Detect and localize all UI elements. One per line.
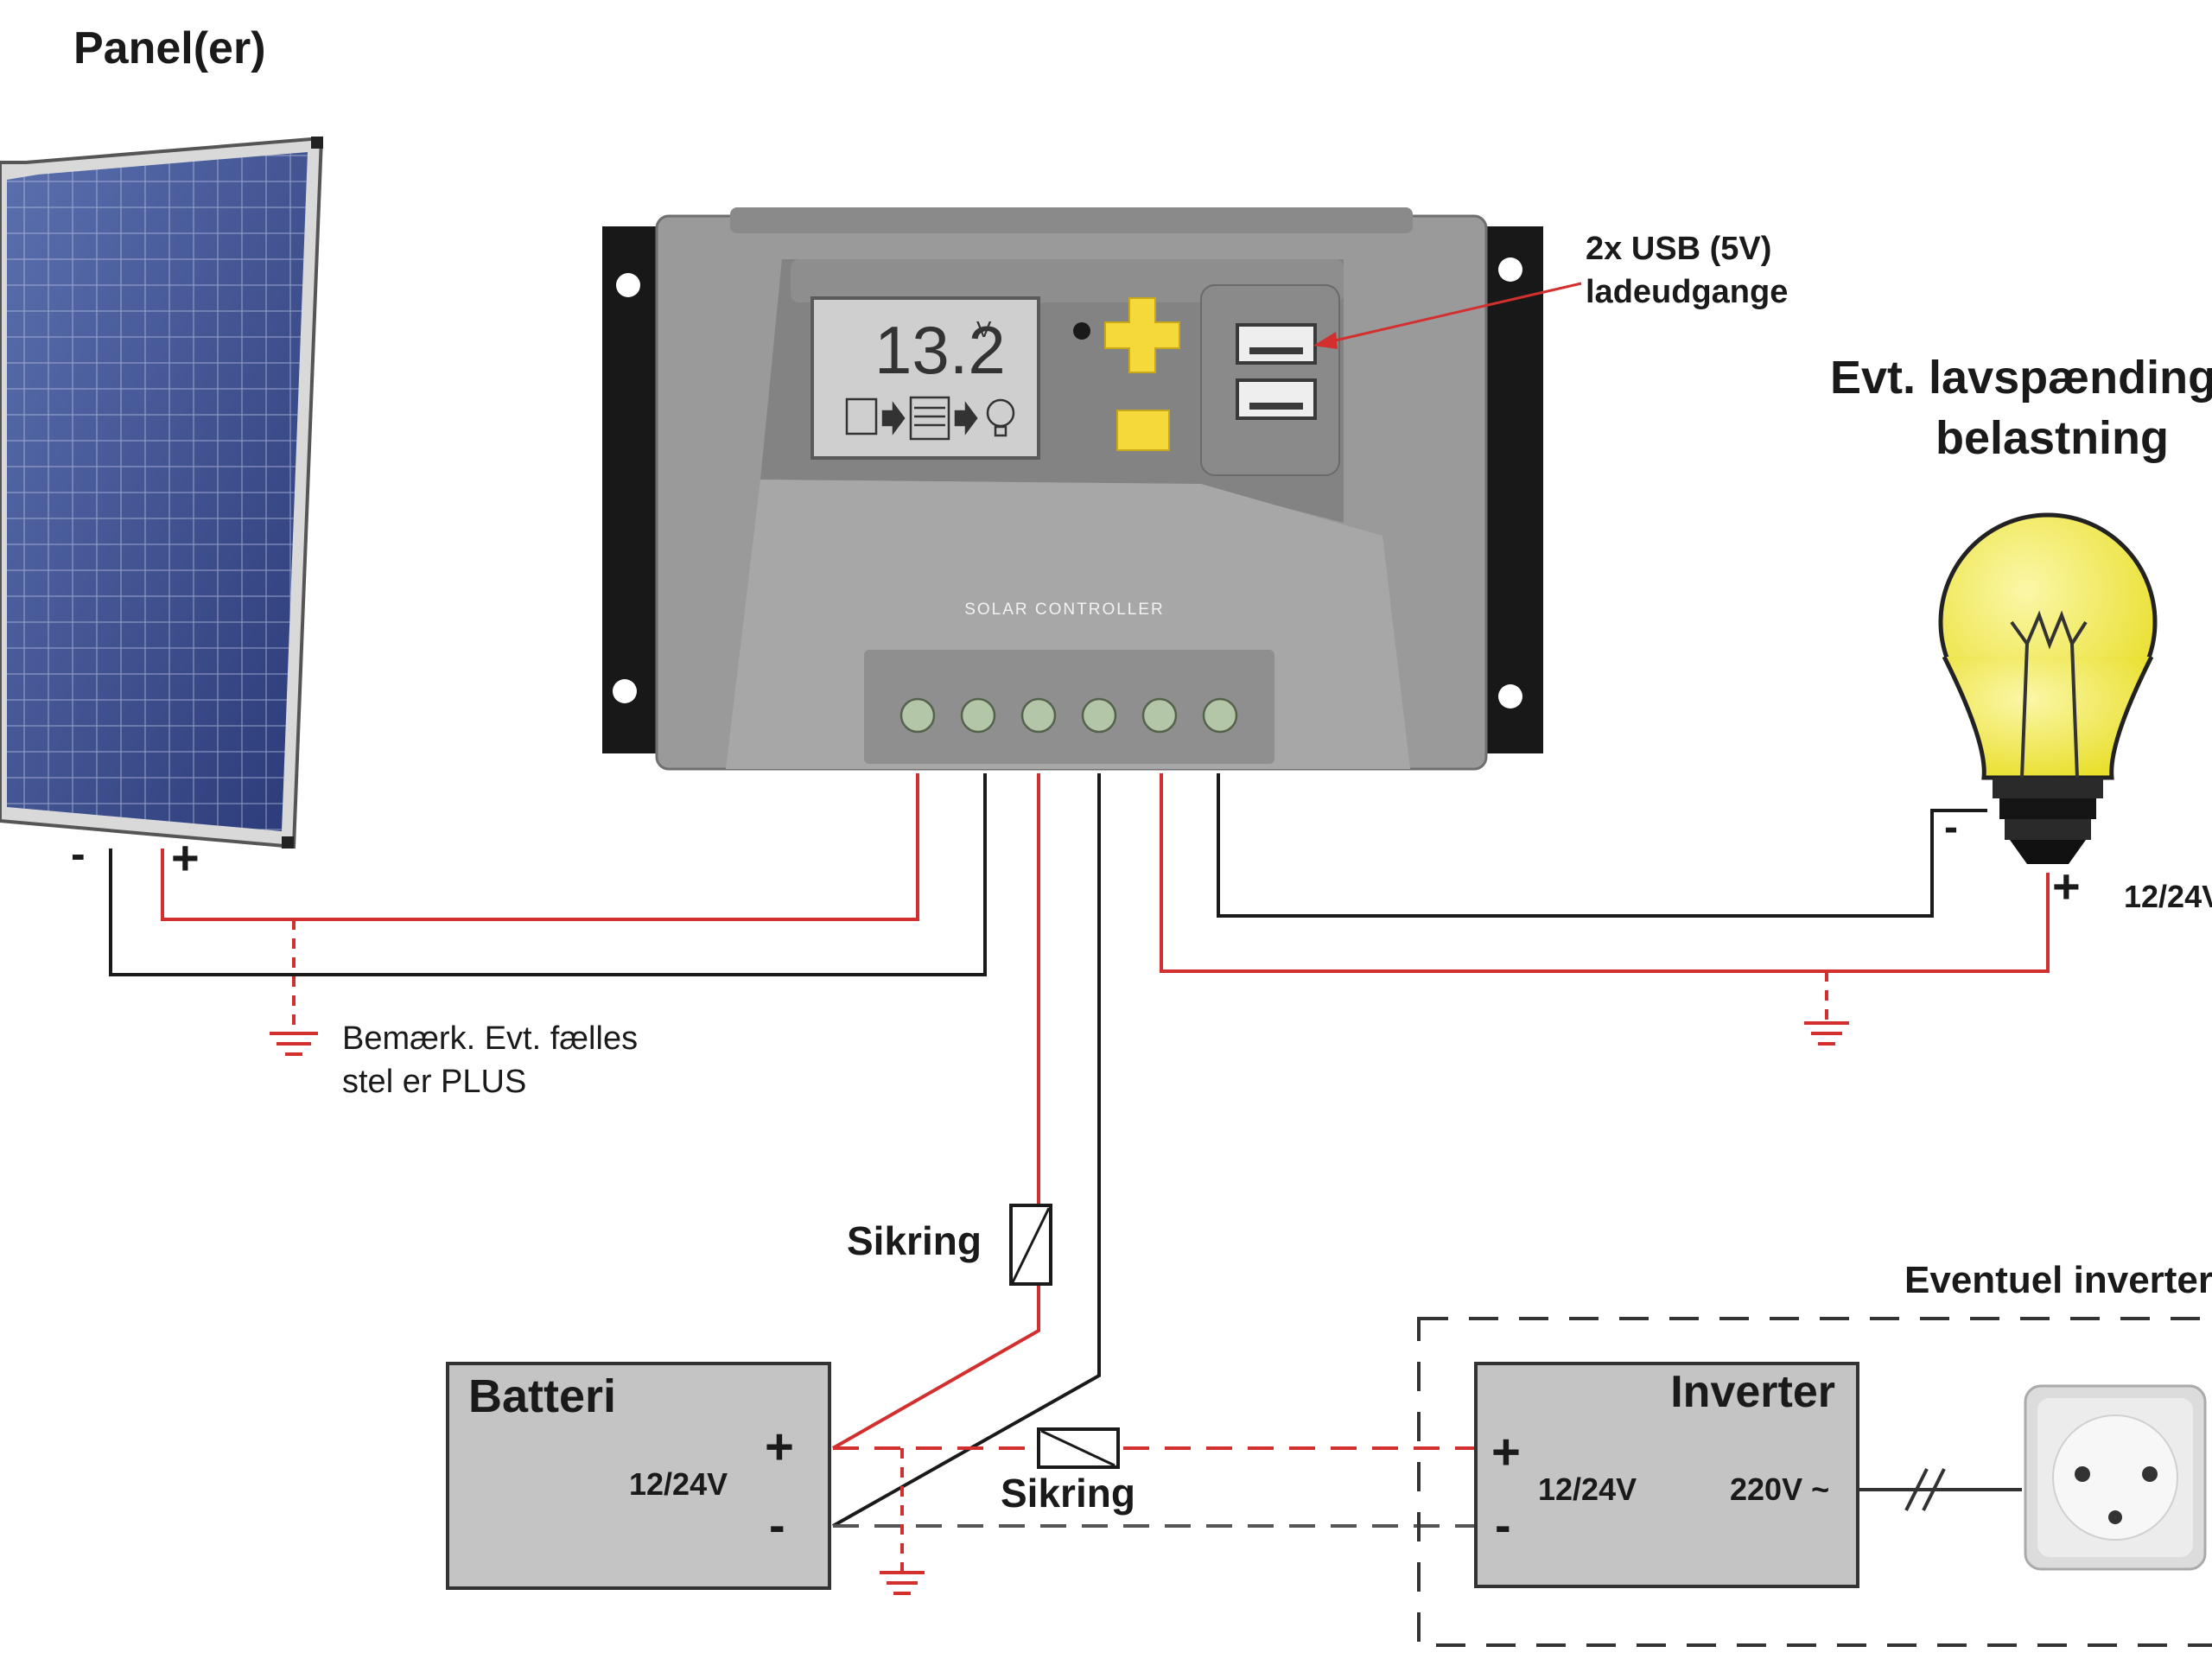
battery-plus: + xyxy=(765,1419,794,1475)
lcd-unit: V xyxy=(976,316,992,342)
lcd-arrow-icon-2 xyxy=(954,401,978,435)
panel-plus: + xyxy=(171,830,200,885)
inverter xyxy=(1474,1362,1859,1588)
lcd-battery-icon xyxy=(909,396,950,441)
panel-title: Panel(er) xyxy=(73,23,266,73)
ground-symbol-battery xyxy=(880,1571,925,1595)
solar-panel xyxy=(0,136,324,849)
battery-negative-wire xyxy=(832,773,1101,1528)
inverter-dc-voltage: 12/24V xyxy=(1538,1471,1637,1507)
panel-negative-wire xyxy=(109,773,987,976)
left-bracket xyxy=(602,226,664,753)
battery-minus: - xyxy=(769,1497,785,1552)
fuse-lower-label: Sikring xyxy=(1001,1471,1135,1516)
usb-callout-label: 2x USB (5V) xyxy=(1586,231,1771,267)
set-key-button[interactable] xyxy=(1116,410,1170,451)
wall-socket-icon xyxy=(2024,1384,2207,1571)
fuse-lower xyxy=(1037,1427,1120,1469)
ground-note-line1: Bemærk. Evt. fælles xyxy=(342,1020,638,1057)
load-positive-wire xyxy=(1160,773,2050,973)
inverter-plus: + xyxy=(1491,1424,1521,1480)
charge-controller: SOLAR CONTROLLER 13.2 V xyxy=(602,207,1543,771)
inverter-minus: - xyxy=(1495,1497,1511,1552)
ground-symbol-load xyxy=(1804,1021,1849,1046)
fuse-upper xyxy=(1009,1204,1052,1286)
usb-port-2[interactable] xyxy=(1236,378,1317,420)
load-title-line2: belastning xyxy=(1936,412,2169,464)
lcd-panel-icon xyxy=(845,397,878,435)
inverter-group-boundary xyxy=(1417,1317,2212,1647)
battery-positive-wire-lower xyxy=(832,1284,1040,1450)
usb-callout-sublabel: ladeudgange xyxy=(1586,274,1788,310)
usb-callout-arrow xyxy=(1319,282,1582,346)
ground-symbol-panel xyxy=(270,1032,318,1056)
load-voltage: 12/24V xyxy=(2124,879,2212,914)
load-plus: + xyxy=(2052,859,2081,913)
lcd-status-icons xyxy=(845,396,1015,441)
plus-key-button[interactable] xyxy=(1104,297,1180,373)
terminal-screws xyxy=(899,697,1238,734)
controller-brand: SOLAR CONTROLLER xyxy=(964,601,1165,619)
panel-positive-wire xyxy=(161,773,919,921)
usb-port-1[interactable] xyxy=(1236,323,1317,365)
lcd-value: 13.2 xyxy=(874,312,1006,388)
fuse-upper-label: Sikring xyxy=(847,1218,982,1263)
ground-note-line2: stel er PLUS xyxy=(342,1064,526,1100)
lcd-display xyxy=(810,296,1040,460)
battery-voltage: 12/24V xyxy=(629,1466,728,1502)
status-led xyxy=(1073,322,1090,340)
wires xyxy=(109,773,2050,1573)
inverter-ac-voltage: 220V ~ xyxy=(1730,1471,1829,1507)
battery-title: Batteri xyxy=(468,1370,616,1422)
battery xyxy=(446,1362,831,1590)
load-title-line1: Evt. lavspænding xyxy=(1830,352,2212,404)
panel-minus: - xyxy=(71,830,86,878)
load-negative-wire xyxy=(1217,773,1987,918)
inverter-group-title: Eventuel inverter xyxy=(1904,1259,2212,1301)
load-minus: - xyxy=(1944,804,1958,850)
inverter-title: Inverter xyxy=(1670,1367,1835,1417)
lcd-arrow-icon xyxy=(881,401,906,435)
right-bracket xyxy=(1478,226,1543,753)
bulb-icon xyxy=(1938,512,2158,864)
terminal-block xyxy=(864,650,1274,764)
